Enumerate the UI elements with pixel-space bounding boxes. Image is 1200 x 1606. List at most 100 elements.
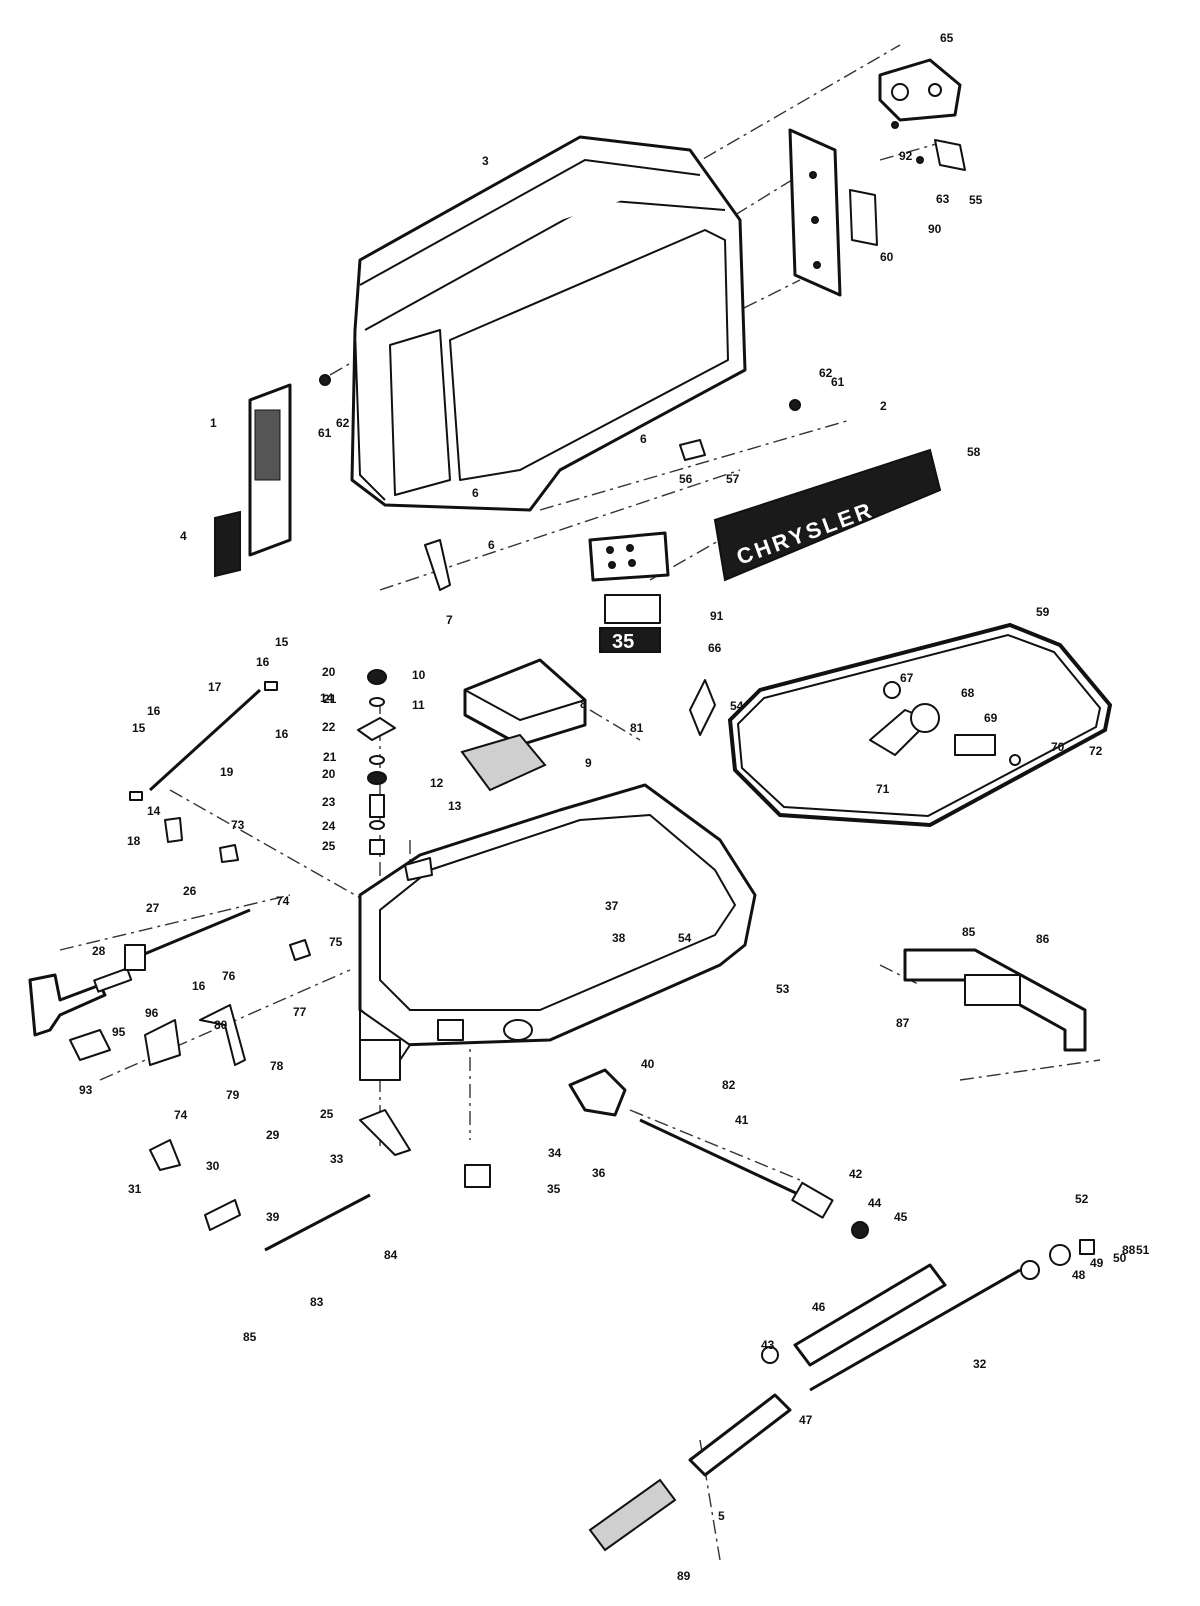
callout-label: 33 [330, 1152, 344, 1166]
callout-label: 9 [585, 756, 592, 770]
callout-label: 15 [132, 721, 146, 735]
callout-label: 62 [336, 416, 350, 430]
misc-fittings [69, 374, 801, 1252]
callout-label: 59 [1036, 605, 1050, 619]
rear-plate-60 [788, 128, 878, 297]
callout-label: 68 [961, 686, 975, 700]
callout-label: 2 [880, 399, 887, 413]
callout-label: 88 [1122, 1243, 1136, 1257]
callout-label: 20 [322, 767, 336, 781]
callout-label: 28 [92, 944, 106, 958]
engine-hood-cowl [350, 135, 747, 512]
cover-box-11 [460, 658, 587, 792]
callout-label: 61 [318, 426, 332, 440]
callout-label: 73 [231, 818, 245, 832]
callout-label: 71 [876, 782, 890, 796]
callout-label: 23 [322, 795, 336, 809]
callout-label: 52 [1075, 1192, 1089, 1206]
callout-label: 13 [448, 799, 462, 813]
callout-label: 6 [488, 538, 495, 552]
callout-label: 3 [482, 154, 489, 168]
callout-label: 29 [266, 1128, 280, 1142]
callout-label: 30 [206, 1159, 220, 1173]
callout-label: 85 [962, 925, 976, 939]
callout-label: 21 [323, 750, 337, 764]
callout-label: 19 [220, 765, 234, 779]
callout-label: 63 [936, 192, 950, 206]
callout-label: 21 [323, 692, 337, 706]
callout-label: 46 [812, 1300, 826, 1314]
callout-label: 66 [708, 641, 722, 655]
lower-cowl-52 [358, 783, 757, 1081]
shift-rod-40 [568, 1068, 834, 1219]
callout-label: 18 [127, 834, 141, 848]
callout-label: 32 [973, 1357, 987, 1371]
tiller-assembly [588, 1263, 1021, 1552]
callout-label: 17 [208, 680, 222, 694]
handle-bracket-86 [903, 948, 1087, 1052]
callout-label: 1 [210, 416, 217, 430]
link-rod-17 [129, 681, 278, 801]
callout-label: 60 [880, 250, 894, 264]
callout-label: 15 [275, 635, 289, 649]
callout-label: 75 [329, 935, 343, 949]
callout-label: 31 [128, 1182, 142, 1196]
callout-label: 53 [776, 982, 790, 996]
callout-label: 10 [412, 668, 426, 682]
callout-label: 82 [722, 1078, 736, 1092]
callout-label: 54 [730, 699, 744, 713]
callout-label: 80 [214, 1018, 228, 1032]
callout-label: 65 [940, 31, 954, 45]
callout-label: 27 [146, 901, 160, 915]
callout-label: 6 [472, 486, 479, 500]
callout-label: 41 [735, 1113, 749, 1127]
callout-label: 37 [605, 899, 619, 913]
callout-labels: 1234566678910111213141415151616161617181… [79, 31, 1150, 1583]
callout-label: 85 [243, 1330, 257, 1344]
callout-label: 24 [322, 819, 336, 833]
callout-label: 12 [430, 776, 444, 790]
callout-label: 84 [384, 1248, 398, 1262]
stack-parts [357, 669, 396, 855]
callout-label: 95 [112, 1025, 126, 1039]
callout-label: 81 [630, 721, 644, 735]
callout-label: 16 [147, 704, 161, 718]
callout-label: 16 [256, 655, 270, 669]
callout-label: 89 [677, 1569, 691, 1583]
callout-label: 40 [641, 1057, 655, 1071]
callout-label: 96 [145, 1006, 159, 1020]
callout-label: 76 [222, 969, 236, 983]
nameplate-58: CHRYSLER [713, 448, 942, 582]
callout-label: 11 [412, 698, 425, 712]
callout-label: 36 [592, 1166, 606, 1180]
callout-label: 47 [799, 1413, 813, 1427]
callout-label: 86 [1036, 932, 1050, 946]
throttle-end-parts [851, 1221, 1095, 1280]
callout-label: 93 [79, 1083, 93, 1097]
seal-ring-59 [727, 622, 1113, 828]
callout-label: 79 [226, 1088, 240, 1102]
callout-label: 91 [710, 609, 724, 623]
callout-label: 6 [640, 432, 647, 446]
decal-set: 35 [588, 531, 670, 653]
switch-assembly-65 [878, 58, 966, 171]
callout-label: 8 [580, 697, 587, 711]
callout-label: 62 [819, 366, 833, 380]
badge-text: 35 [612, 631, 634, 653]
callout-label: 54 [678, 931, 692, 945]
callout-label: 38 [612, 931, 626, 945]
callout-label: 22 [322, 720, 336, 734]
callout-label: 50 [1113, 1251, 1127, 1265]
callout-label: 49 [1090, 1256, 1104, 1270]
callout-label: 5 [718, 1509, 725, 1523]
callout-label: 48 [1072, 1268, 1086, 1282]
callout-label: 44 [868, 1196, 882, 1210]
callout-label: 57 [726, 472, 740, 486]
callout-label: 72 [1089, 744, 1103, 758]
callout-label: 55 [969, 193, 983, 207]
callout-label: 42 [849, 1167, 863, 1181]
callout-label: 69 [984, 711, 998, 725]
callout-label: 25 [320, 1107, 334, 1121]
callout-label: 92 [899, 149, 913, 163]
